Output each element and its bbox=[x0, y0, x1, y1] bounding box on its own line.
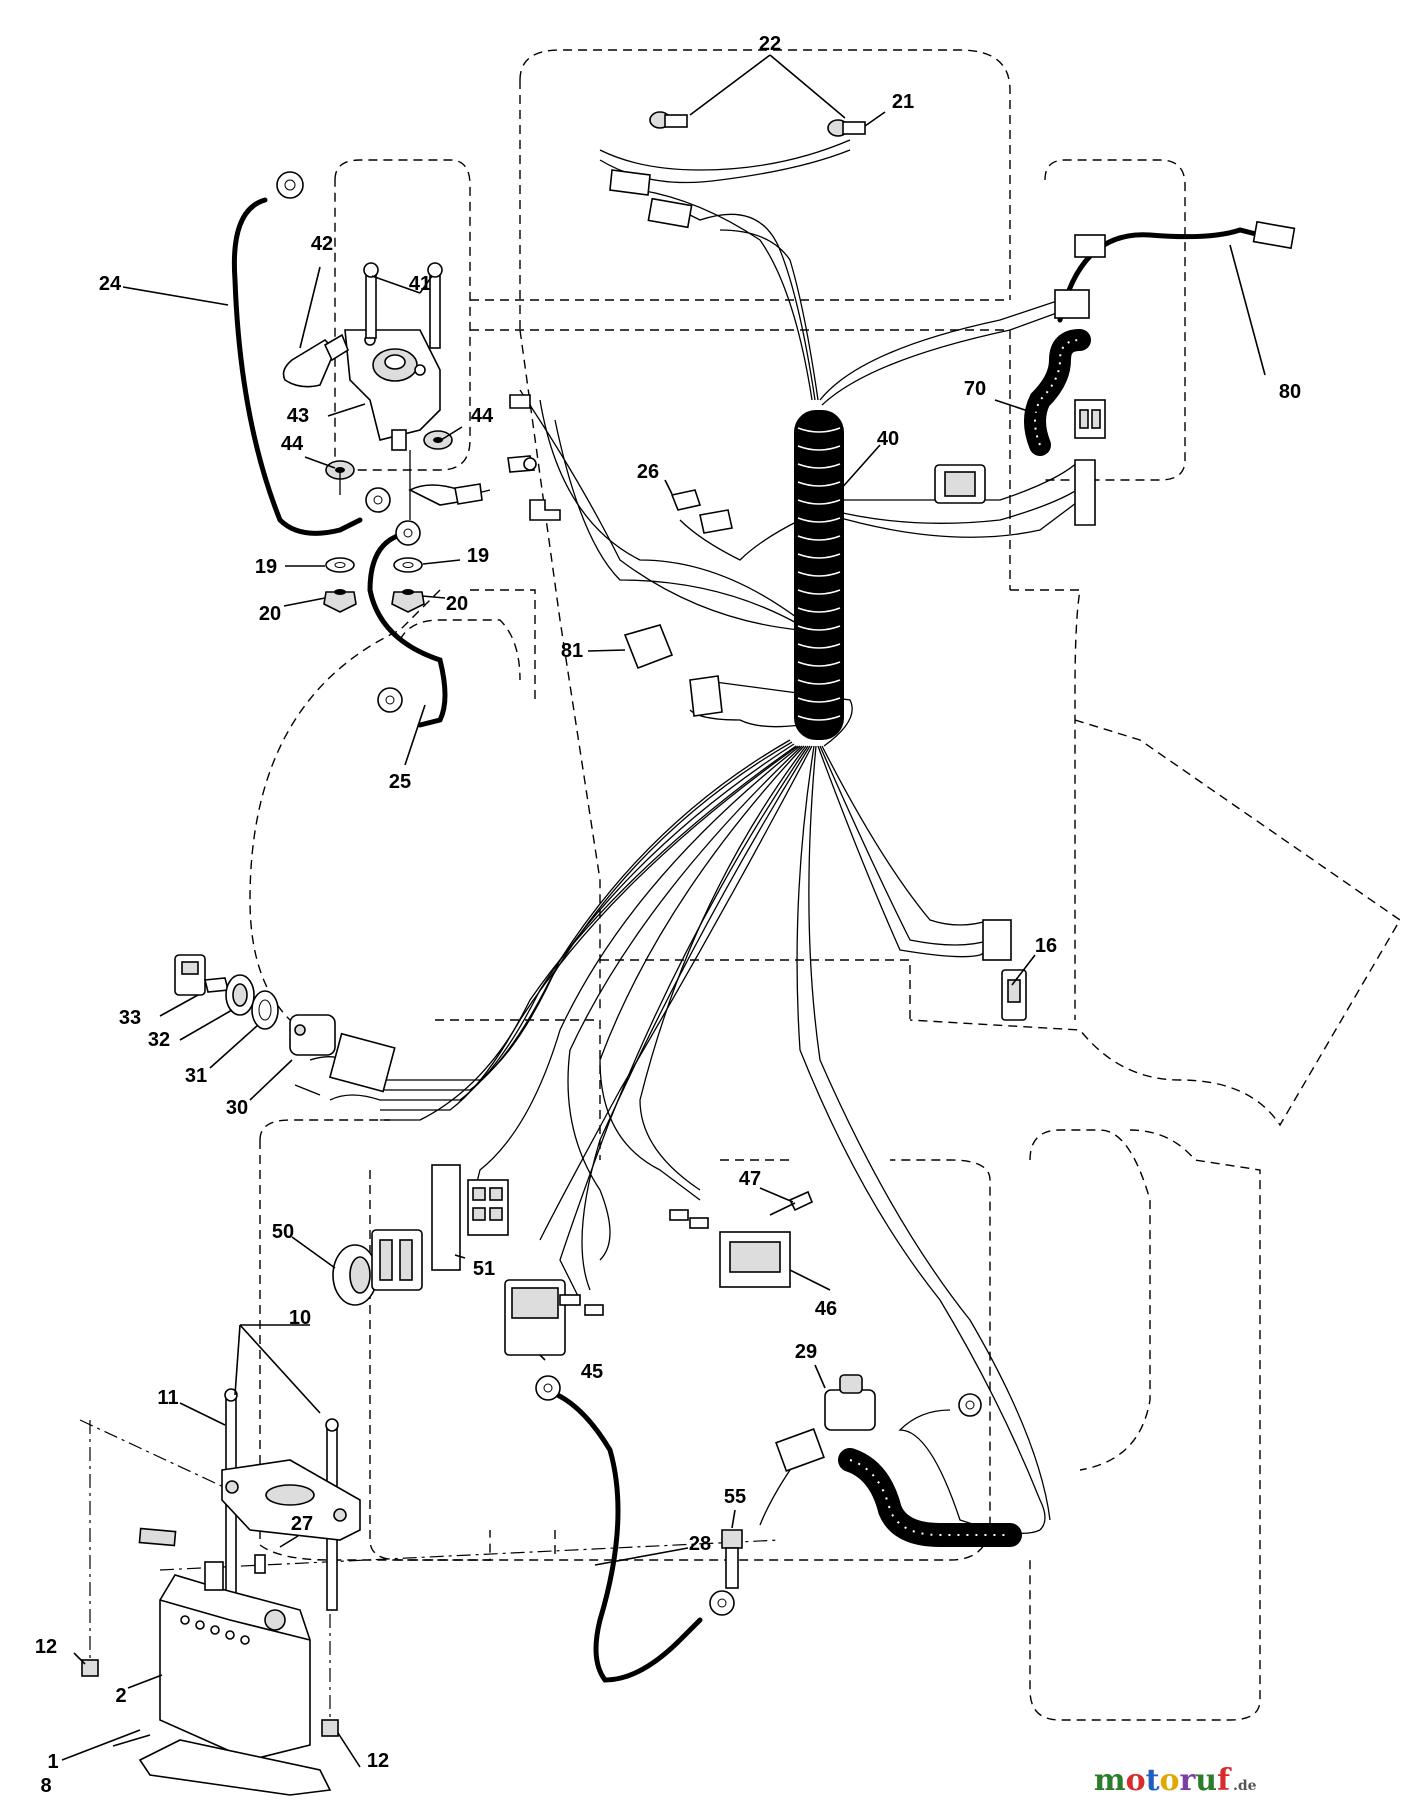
label-33: 33 bbox=[119, 1007, 141, 1029]
solenoid-assembly bbox=[282, 262, 491, 520]
washers-and-nuts bbox=[323, 557, 425, 613]
label-8: 8 bbox=[40, 1775, 51, 1797]
relay-81 bbox=[623, 624, 723, 717]
sensor-29 bbox=[775, 1374, 876, 1472]
connectors-upper bbox=[454, 111, 1296, 526]
fuse-26 bbox=[670, 489, 733, 534]
lower-coil-conduit bbox=[838, 1448, 1022, 1547]
motoruf-watermark: motoruf .de bbox=[1094, 1763, 1257, 1798]
meters-45-46-47 bbox=[504, 1190, 814, 1356]
label-81: 81 bbox=[561, 640, 583, 662]
label-45: 45 bbox=[581, 1361, 603, 1383]
label-29: 29 bbox=[795, 1341, 817, 1363]
label-11: 11 bbox=[157, 1387, 178, 1409]
label-42: 42 bbox=[311, 233, 333, 255]
label-25: 25 bbox=[389, 771, 411, 793]
label-22: 22 bbox=[759, 33, 781, 55]
battery-assembly bbox=[81, 1388, 361, 1796]
label-55: 55 bbox=[724, 1486, 746, 1508]
connector-16 bbox=[982, 919, 1027, 1021]
leader-lines bbox=[61, 54, 1266, 1768]
label-80: 80 bbox=[1279, 381, 1301, 403]
label-28: 28 bbox=[689, 1533, 711, 1555]
watermark-domain: .de bbox=[1233, 1778, 1257, 1794]
label-30: 30 bbox=[226, 1097, 248, 1119]
tractor-outline bbox=[79, 49, 1401, 1721]
ring-terminals bbox=[276, 171, 982, 1616]
label-27: 27 bbox=[291, 1513, 313, 1535]
label-31: 31 bbox=[185, 1065, 207, 1087]
coil-conduit-70 bbox=[1024, 329, 1091, 456]
label-10: 10 bbox=[289, 1307, 311, 1329]
label-19-left: 19 bbox=[255, 556, 277, 578]
label-51: 51 bbox=[473, 1258, 495, 1280]
switch-50-51 bbox=[332, 1164, 509, 1306]
harness-conduit bbox=[794, 410, 844, 740]
label-40: 40 bbox=[877, 428, 899, 450]
svg-text:motoruf: motoruf bbox=[1094, 1763, 1232, 1798]
battery-cables bbox=[231, 197, 1263, 1683]
label-2: 2 bbox=[115, 1685, 126, 1707]
label-70: 70 bbox=[964, 378, 986, 400]
label-19-right: 19 bbox=[467, 545, 489, 567]
label-50: 50 bbox=[272, 1221, 294, 1243]
label-32: 32 bbox=[148, 1029, 170, 1051]
ignition-switch-assembly bbox=[174, 954, 396, 1096]
label-20-left: 20 bbox=[259, 603, 281, 625]
label-16: 16 bbox=[1035, 935, 1057, 957]
label-43: 43 bbox=[287, 405, 309, 427]
label-12-right: 12 bbox=[367, 1750, 389, 1772]
label-41: 41 bbox=[409, 273, 431, 295]
label-20-right: 20 bbox=[446, 593, 468, 615]
label-44-left: 44 bbox=[281, 433, 304, 455]
label-47: 47 bbox=[739, 1168, 761, 1190]
label-24: 24 bbox=[99, 273, 122, 295]
label-1: 1 bbox=[47, 1751, 58, 1773]
label-21: 21 bbox=[892, 91, 914, 113]
label-26: 26 bbox=[637, 461, 659, 483]
label-12-left: 12 bbox=[35, 1636, 57, 1658]
wire-bundle bbox=[309, 139, 1091, 1534]
bolt-55 bbox=[721, 1529, 743, 1589]
label-44-right: 44 bbox=[471, 405, 494, 427]
part-labels: 22 21 24 42 41 43 44 44 19 19 20 20 25 2… bbox=[35, 33, 1301, 1797]
label-46: 46 bbox=[815, 1298, 837, 1320]
